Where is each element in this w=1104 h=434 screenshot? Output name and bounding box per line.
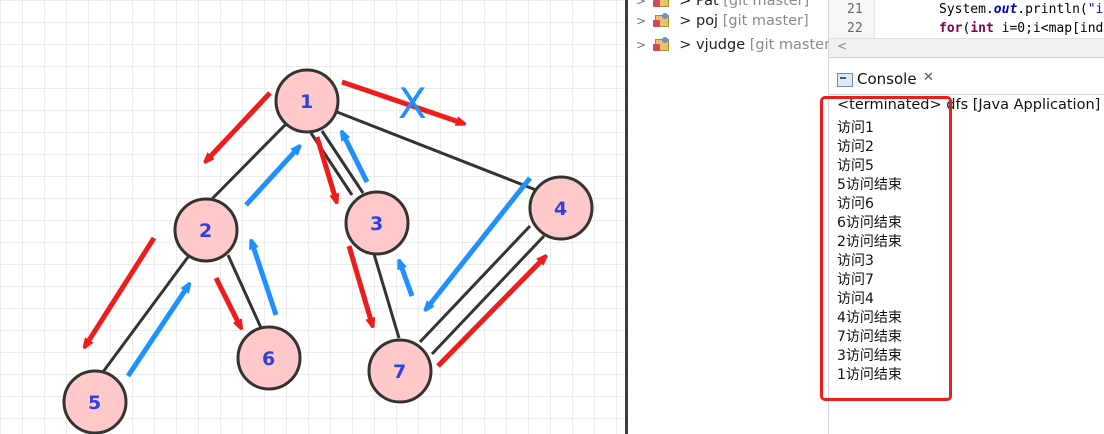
tab-console-label: Console bbox=[857, 70, 917, 88]
node-1-label: 1 bbox=[300, 91, 313, 113]
graph-svg: X 1 2 3 4 5 6 7 bbox=[62, 68, 594, 434]
edge-1-2 bbox=[205, 121, 289, 206]
edge-2-5 bbox=[98, 256, 190, 377]
line-number-gutter bbox=[829, 0, 875, 40]
console-line: 7访问结束 bbox=[837, 329, 902, 345]
red-arrow-1-to-3 bbox=[314, 136, 336, 200]
red-arrow-7-to-4 bbox=[436, 258, 544, 368]
java-project-icon bbox=[652, 0, 671, 7]
node-7: 7 bbox=[367, 338, 433, 404]
project-name: vjudge bbox=[695, 37, 746, 53]
project-explorer: > > Pat [git master] > > poj [git master… bbox=[628, 0, 836, 434]
red-arrow-3-to-7 bbox=[346, 245, 372, 324]
scroll-left-icon[interactable]: < bbox=[837, 39, 848, 53]
tree-arrow-icon: > bbox=[679, 13, 696, 29]
java-project-icon bbox=[652, 13, 671, 27]
code-line[interactable]: System.out.println("i bbox=[939, 2, 1104, 17]
tree-arrow-icon: > bbox=[679, 37, 696, 53]
chevron-right-icon[interactable]: > bbox=[636, 14, 647, 28]
blue-arrow-5-to-2 bbox=[125, 286, 188, 378]
project-name: poj bbox=[695, 13, 719, 29]
graph-edges bbox=[98, 110, 546, 377]
dfs-graph-diagram: X 1 2 3 4 5 6 7 bbox=[0, 0, 625, 434]
blue-arrow-2-to-1 bbox=[244, 148, 298, 207]
tree-item-vjudge[interactable]: > > vjudge [git master] bbox=[636, 34, 836, 56]
red-arrow-1-to-4 bbox=[341, 79, 462, 123]
highlight-box bbox=[820, 96, 952, 401]
console-line: 4访问结束 bbox=[837, 310, 902, 326]
edge-1-3-b bbox=[320, 130, 365, 194]
repo-status: [git master] bbox=[749, 37, 836, 53]
java-project-icon bbox=[652, 37, 671, 51]
edge-3-7 bbox=[372, 253, 401, 339]
return-arrows bbox=[125, 134, 532, 378]
horizontal-scrollbar[interactable]: < bbox=[829, 38, 1104, 57]
tree-item-poj[interactable]: > > poj [git master] bbox=[636, 10, 809, 32]
console-line: 2访问结束 bbox=[837, 234, 902, 250]
node-2: 2 bbox=[173, 197, 239, 263]
visit-arrows bbox=[86, 79, 544, 368]
node-4-label: 4 bbox=[554, 198, 567, 220]
edge-2-6 bbox=[226, 254, 264, 331]
console-line: 访问5 bbox=[837, 158, 874, 174]
repo-status: [git master] bbox=[722, 13, 809, 29]
code-line[interactable]: for(int i=0;i<map[ind bbox=[939, 21, 1104, 36]
console-line: 3访问结束 bbox=[837, 348, 902, 364]
panel-divider bbox=[625, 0, 628, 434]
repo-status: [git master] bbox=[723, 0, 810, 9]
node-5: 5 bbox=[62, 369, 128, 434]
red-arrow-1-to-2 bbox=[207, 91, 272, 160]
code-editor[interactable]: 21 22 System.out.println("i for(int i=0;… bbox=[829, 0, 1104, 58]
console-line: 访问1 bbox=[837, 120, 874, 136]
line-number: 21 bbox=[847, 2, 863, 17]
node-4: 4 bbox=[528, 175, 594, 241]
tab-bar-divider bbox=[829, 94, 1104, 95]
node-6: 6 bbox=[236, 325, 302, 391]
console-line: 6访问结束 bbox=[837, 215, 902, 231]
red-arrow-2-to-5 bbox=[86, 236, 157, 345]
console-status-header: <terminated> dfs [Java Application] C bbox=[837, 97, 1104, 113]
edge-1-4 bbox=[336, 110, 537, 192]
node-3: 3 bbox=[344, 190, 410, 256]
red-arrow-2-to-6 bbox=[213, 276, 240, 326]
project-name: Pat bbox=[695, 0, 719, 9]
node-7-label: 7 bbox=[393, 361, 406, 383]
node-2-label: 2 bbox=[199, 220, 212, 242]
blue-arrow-4-to-7 bbox=[427, 176, 532, 308]
blue-arrow-6-to-2 bbox=[252, 243, 279, 316]
chevron-right-icon[interactable]: > bbox=[636, 38, 647, 52]
close-icon[interactable]: ✕ bbox=[923, 70, 934, 85]
edge-4-7-a bbox=[418, 224, 532, 344]
ide-window: > > Pat [git master] > > poj [git master… bbox=[628, 0, 1104, 434]
node-6-label: 6 bbox=[262, 348, 275, 370]
line-number: 22 bbox=[847, 21, 863, 36]
chevron-right-icon[interactable]: > bbox=[636, 0, 647, 8]
blue-arrow-7-to-3 bbox=[400, 263, 415, 297]
console-icon bbox=[837, 73, 853, 87]
console-line: 访问4 bbox=[837, 291, 874, 307]
node-5-label: 5 bbox=[88, 392, 101, 414]
console-line: 1访问结束 bbox=[837, 367, 902, 383]
node-1: 1 bbox=[274, 68, 340, 134]
tree-item-pat[interactable]: > > Pat [git master] bbox=[636, 0, 809, 12]
blue-arrow-3-to-1 bbox=[343, 134, 370, 184]
console-line: 访问3 bbox=[837, 253, 874, 269]
cross-mark: X bbox=[398, 79, 427, 128]
console-output[interactable]: <terminated> dfs [Java Application] C 访问… bbox=[829, 95, 1104, 434]
tree-arrow-icon: > bbox=[679, 0, 696, 9]
console-line: 访问2 bbox=[837, 139, 874, 155]
console-line: 访问6 bbox=[837, 196, 874, 212]
console-line: 5访问结束 bbox=[837, 177, 902, 193]
console-line: 访问7 bbox=[837, 272, 874, 288]
tab-console[interactable]: Console ✕ bbox=[829, 66, 949, 94]
edge-4-7-b bbox=[430, 234, 546, 356]
node-3-label: 3 bbox=[370, 213, 383, 235]
